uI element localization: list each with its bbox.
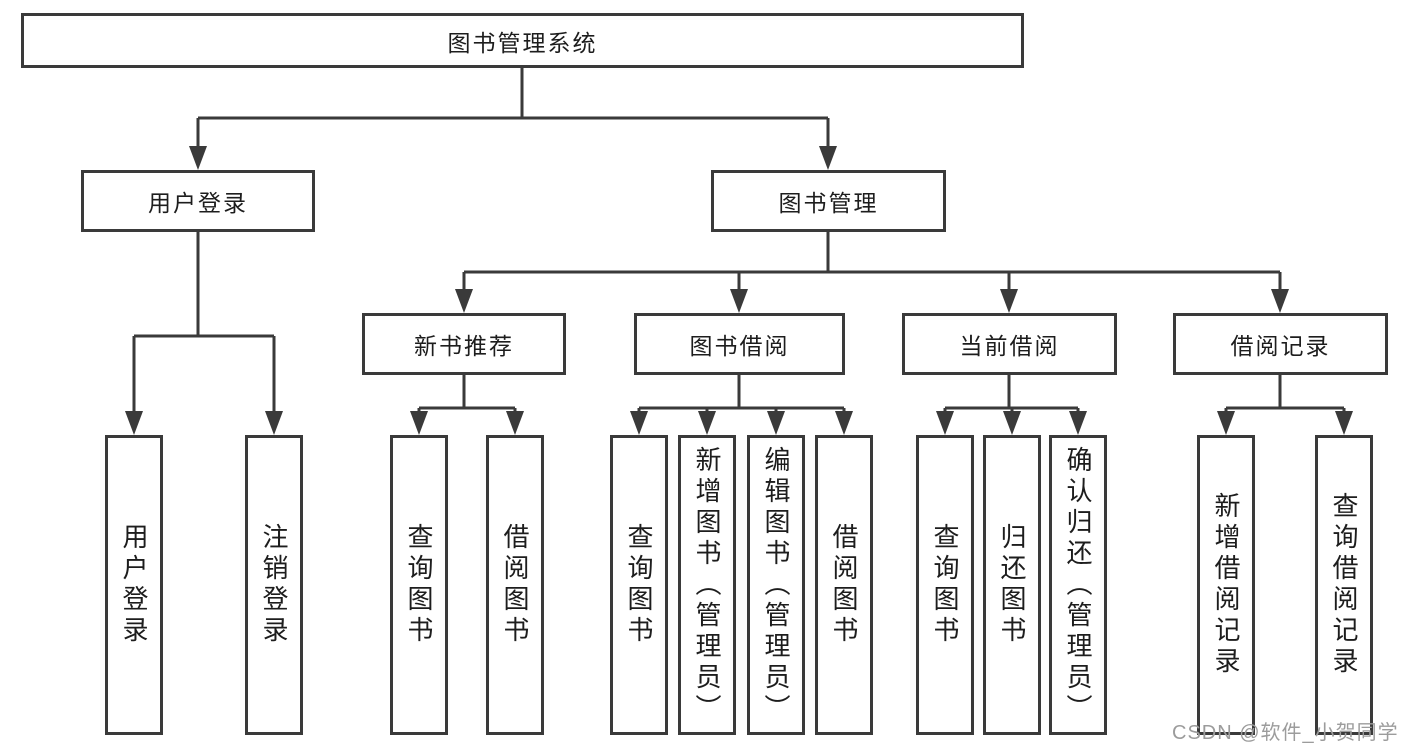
- csdn-watermark: CSDN @软件_小贺同学: [1172, 722, 1399, 744]
- arrowhead-down-icon: [1000, 289, 1018, 313]
- node-leaf-query-borrow-record: 查询借阅记录: [1315, 435, 1373, 735]
- connector-bookmgmt-to-sections: [462, 232, 1282, 309]
- node-leaf-query-books: 查询图书: [610, 435, 668, 735]
- node-leaf-add-borrow-record: 新增借阅记录: [1197, 435, 1255, 735]
- node-leaf-add-books-admin: 新增图书（管理员）: [678, 435, 736, 735]
- node-leaf-edit-books-admin: 编辑图书（管理员）: [747, 435, 805, 735]
- arrowhead-down-icon: [125, 411, 143, 435]
- arrowhead-down-icon: [698, 411, 716, 435]
- connector-newbook-to-leaves: [417, 375, 517, 431]
- arrowhead-down-icon: [410, 411, 428, 435]
- node-leaf-user-login: 用户登录: [105, 435, 163, 735]
- node-book-management: 图书管理: [711, 170, 946, 232]
- arrowhead-down-icon: [1069, 411, 1087, 435]
- node-label: 图书借阅: [689, 333, 790, 359]
- node-new-book-recommend: 新书推荐: [362, 313, 566, 375]
- node-label: 用户登录: [148, 190, 248, 216]
- arrowhead-down-icon: [189, 146, 207, 170]
- node-label: 借阅图书: [500, 523, 530, 647]
- node-label: 查询图书: [624, 523, 654, 647]
- node-label: 用户登录: [119, 523, 149, 647]
- node-label: 查询图书: [930, 523, 960, 647]
- arrowhead-down-icon: [265, 411, 283, 435]
- node-label: 新增图书（管理员）: [692, 445, 722, 725]
- arrowhead-down-icon: [1271, 289, 1289, 313]
- node-leaf-logout: 注销登录: [245, 435, 303, 735]
- node-leaf-borrow-books: 借阅图书: [815, 435, 873, 735]
- node-leaf-query-books: 查询图书: [390, 435, 448, 735]
- node-label: 查询图书: [404, 523, 434, 647]
- node-current-borrowing: 当前借阅: [902, 313, 1117, 375]
- connector-borrowrecord-to-leaves: [1224, 375, 1346, 431]
- arrowhead-down-icon: [630, 411, 648, 435]
- connector-userlogin-to-leaves: [132, 232, 276, 431]
- arrowhead-down-icon: [835, 411, 853, 435]
- arrowhead-down-icon: [819, 146, 837, 170]
- arrowhead-down-icon: [1217, 411, 1235, 435]
- node-book-borrowing: 图书借阅: [634, 313, 845, 375]
- node-label: 当前借阅: [959, 333, 1060, 359]
- arrowhead-down-icon: [767, 411, 785, 435]
- node-label: 图书管理系统: [447, 29, 598, 56]
- node-leaf-query-books: 查询图书: [916, 435, 974, 735]
- connector-bookborrow-to-leaves: [637, 375, 846, 431]
- arrowhead-down-icon: [1335, 411, 1353, 435]
- node-label: 借阅图书: [829, 523, 859, 647]
- node-label: 借阅记录: [1230, 333, 1331, 359]
- node-label: 新增借阅记录: [1211, 492, 1241, 678]
- node-leaf-return-books: 归还图书: [983, 435, 1041, 735]
- connector-root-to-level2: [196, 68, 830, 166]
- node-label: 编辑图书（管理员）: [761, 445, 791, 725]
- node-borrowing-records: 借阅记录: [1173, 313, 1388, 375]
- node-label: 归还图书: [997, 523, 1027, 647]
- node-leaf-confirm-return-admin: 确认归还（管理员）: [1049, 435, 1107, 735]
- node-label: 查询借阅记录: [1329, 492, 1359, 678]
- arrowhead-down-icon: [506, 411, 524, 435]
- arrowhead-down-icon: [730, 289, 748, 313]
- node-library-system: 图书管理系统: [21, 13, 1024, 68]
- node-leaf-borrow-books: 借阅图书: [486, 435, 544, 735]
- arrowhead-down-icon: [1003, 411, 1021, 435]
- node-label: 注销登录: [259, 523, 289, 647]
- arrowhead-down-icon: [936, 411, 954, 435]
- node-label: 新书推荐: [414, 333, 514, 359]
- node-user-login: 用户登录: [81, 170, 315, 232]
- node-label: 图书管理: [778, 190, 879, 216]
- node-label: 确认归还（管理员）: [1063, 445, 1093, 725]
- arrowhead-down-icon: [455, 289, 473, 313]
